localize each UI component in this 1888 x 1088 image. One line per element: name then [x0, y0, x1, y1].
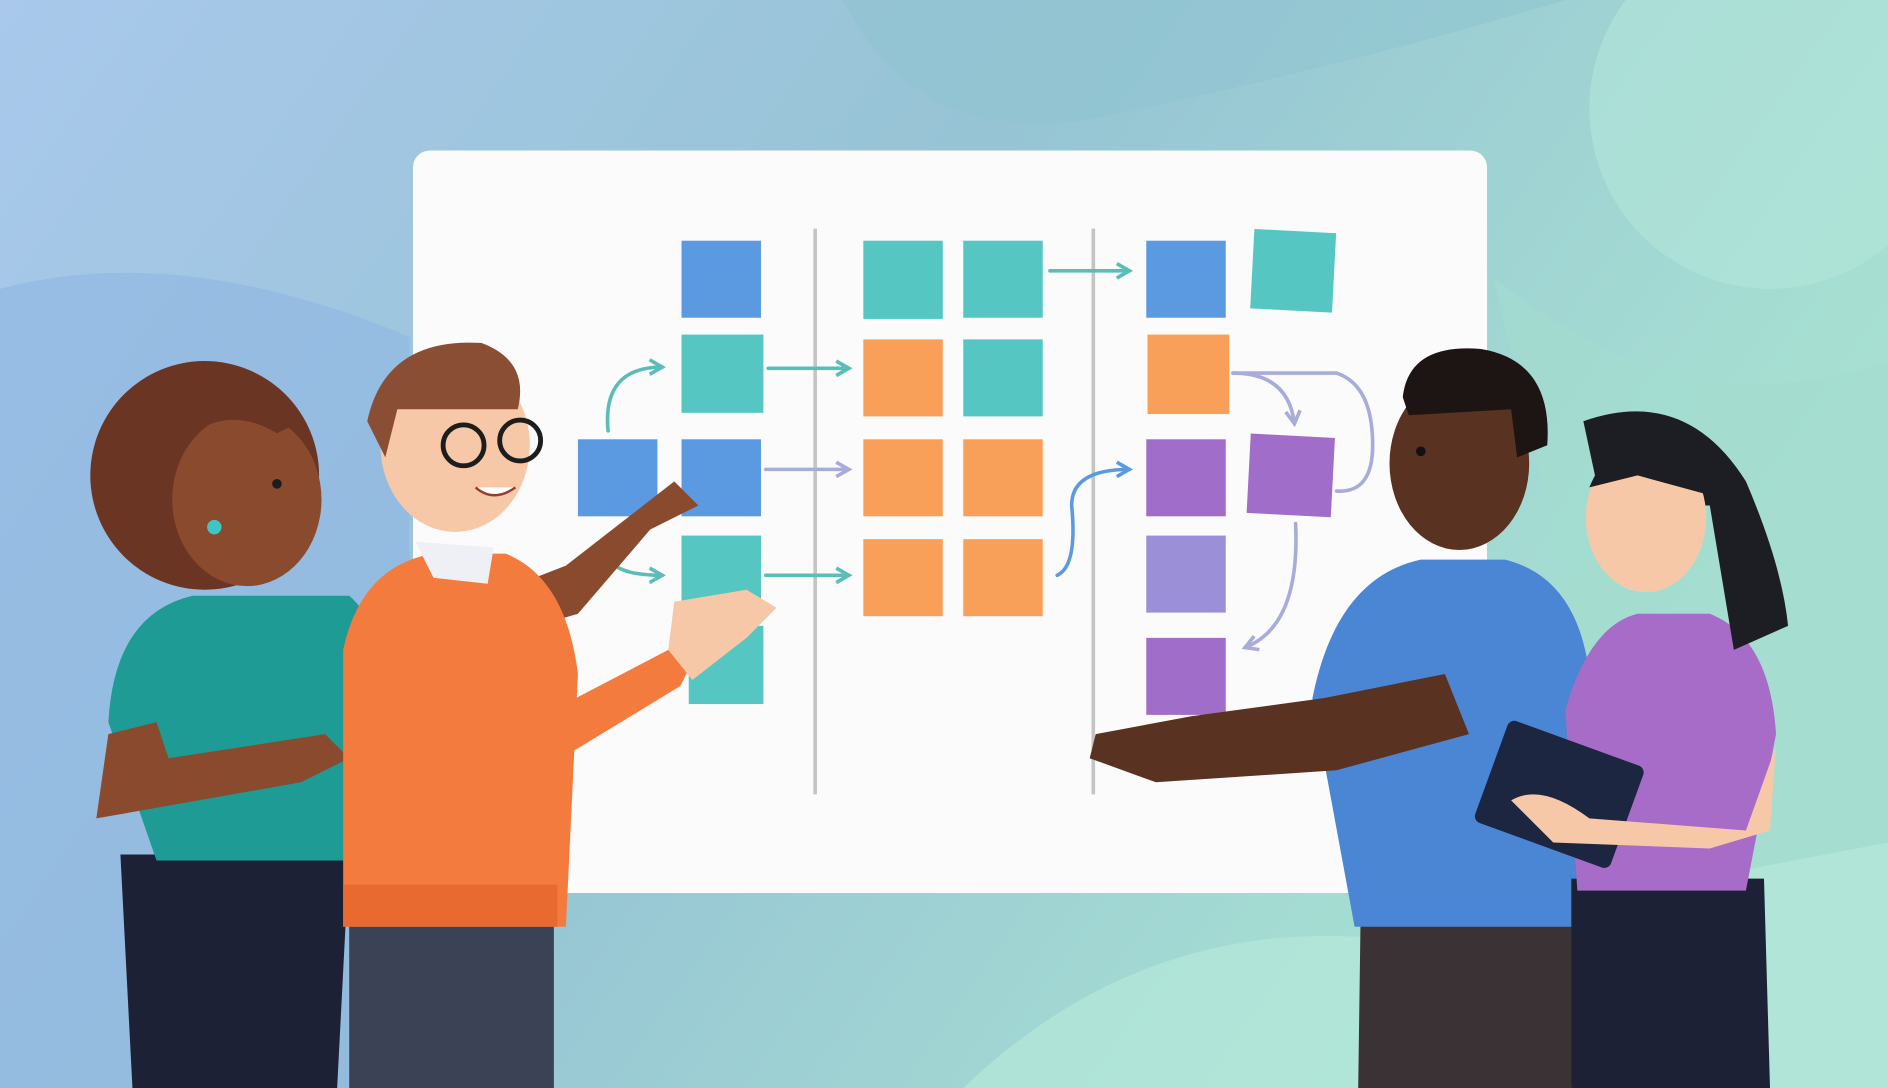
sticky-note-blue [577, 439, 658, 517]
person-curly-hair-teal-shirt [90, 361, 699, 1088]
sticky-note-purple [1246, 433, 1335, 518]
sticky-note-orange [1147, 334, 1230, 415]
arrow [605, 358, 666, 433]
sticky-note-blue [1146, 240, 1226, 318]
arrow [1231, 371, 1375, 493]
sticky-note-purple [1146, 637, 1226, 715]
arrow [1241, 521, 1298, 652]
sticky-note-teal [1250, 228, 1337, 313]
sticky-note-orange [863, 539, 943, 617]
sticky-note-orange [963, 439, 1043, 517]
sticky-note-orange [863, 339, 943, 417]
arrow [1055, 460, 1134, 578]
person-glasses-orange-sweater [343, 342, 777, 1088]
sticky-note-teal [681, 334, 764, 413]
sticky-note-orange [963, 539, 1043, 617]
sticky-note-teal [963, 240, 1043, 318]
sticky-note-teal [963, 339, 1043, 417]
sticky-notes [577, 228, 1337, 715]
sticky-note-lavender [1146, 535, 1226, 613]
person-purple-shirt-tablet [1474, 411, 1789, 1088]
sticky-note-teal [863, 240, 943, 319]
sticky-note-orange [863, 439, 943, 517]
sticky-note-purple [1146, 439, 1226, 517]
sticky-note-blue [681, 240, 761, 318]
flow-arrows [605, 262, 1375, 652]
